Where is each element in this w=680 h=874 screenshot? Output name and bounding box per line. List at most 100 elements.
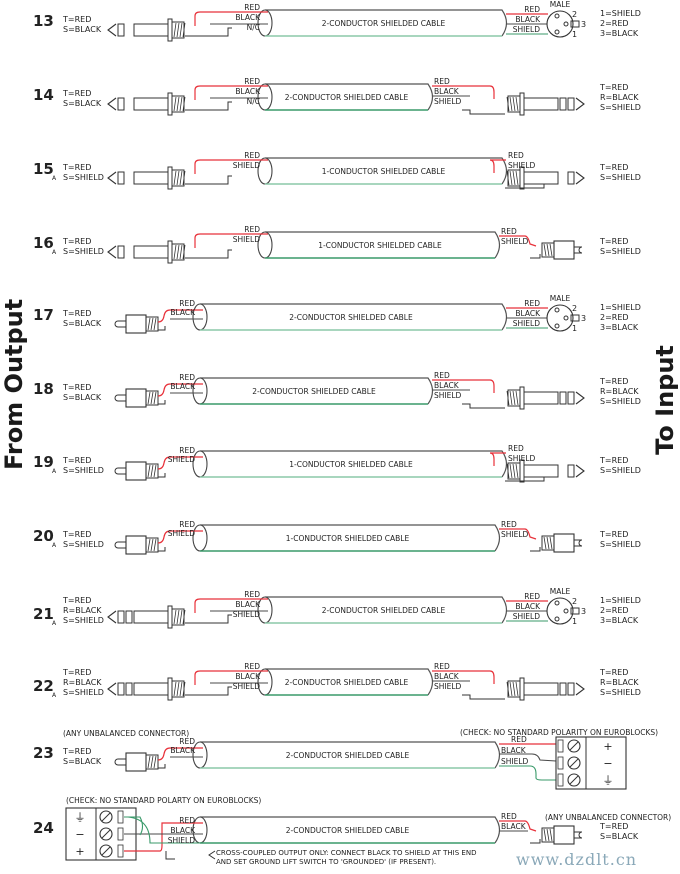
ground-lug: [158, 547, 166, 552]
cable-type-label: 2-CONDUCTOR SHIELDED CABLE: [285, 678, 409, 687]
xlr-pin-label: 1: [572, 617, 577, 626]
red-wire: [194, 85, 268, 100]
xlr-pin-3: [563, 21, 569, 27]
destination-wire-label: SHIELD: [434, 682, 462, 691]
terminal-label: ⏚: [75, 811, 86, 824]
destination-wire-label: BLACK: [515, 602, 541, 611]
spring-coil: [515, 463, 519, 479]
destination-connector: REDBLACKSHIELD231MALE1=SHIELD2=RED3=BLAC…: [506, 0, 641, 39]
spring-coil: [147, 464, 151, 478]
destination-pin-label: R=BLACK: [600, 387, 639, 396]
row-variant: A: [52, 692, 57, 699]
row-variant: A: [52, 620, 57, 627]
cable-type-label: 2-CONDUCTOR SHIELDED CABLE: [322, 606, 446, 615]
cable-jacket: [265, 83, 434, 111]
source-pin-label: S=BLACK: [63, 757, 102, 766]
cable-end-icon: [257, 83, 273, 111]
source-pin-label: S=SHIELD: [63, 173, 104, 182]
spring-coil: [543, 828, 547, 842]
rca-spring-icon: [145, 316, 159, 332]
source-pin-label: T=RED: [62, 456, 91, 465]
xlr-pin-2: [554, 13, 560, 19]
source-wire-label: RED: [179, 816, 195, 825]
black-wire: [499, 753, 557, 762]
rca-pin-icon: [114, 758, 126, 766]
rca-spring-icon: [541, 827, 555, 843]
terminal-label: +: [75, 845, 84, 858]
plug-collar-icon: [519, 386, 525, 410]
destination-wire-label: RED: [501, 227, 517, 236]
spring-coil: [506, 681, 510, 697]
cable-jacket: [265, 231, 501, 259]
source-wire-label: BLACK: [170, 308, 196, 317]
spring-coil: [506, 96, 510, 112]
wiring-row-24: 24(CHECK: NO STANDARD POLARTY ON EUROBLO…: [33, 796, 671, 866]
terminal-label: ⏚: [603, 774, 614, 787]
destination-wire-label: BLACK: [515, 15, 541, 24]
plug-ring-icon: [117, 171, 125, 185]
connector-gender-label: MALE: [550, 587, 571, 596]
red-wire: [157, 747, 203, 761]
xlr-pin-2: [554, 307, 560, 313]
cable-jacket: [265, 596, 508, 624]
connector-gender-label: MALE: [550, 294, 571, 303]
rca-pin-icon: [574, 539, 583, 547]
cable-end-icon: [257, 9, 273, 37]
source-pin-label: T=RED: [62, 237, 91, 246]
rca-spring-icon: [145, 754, 159, 770]
spring-coil: [147, 317, 151, 331]
source-wire-label: SHIELD: [233, 682, 261, 691]
spring-coil: [182, 609, 186, 625]
rca-spring-icon: [541, 535, 555, 551]
spring-coil: [179, 681, 183, 697]
ground-lug: [158, 764, 166, 769]
destination-connector: REDBLACKSHIELD231MALE1=SHIELD2=RED3=BLAC…: [506, 294, 641, 333]
red-wire: [432, 85, 495, 99]
destination-note: (CHECK: NO STANDARD POLARITY ON EUROBLOC…: [460, 728, 658, 737]
source-wire-label: SHIELD: [168, 529, 196, 538]
source-pin-label: S=SHIELD: [63, 688, 104, 697]
row-number: 23: [33, 744, 54, 762]
ground-lug: [462, 403, 505, 409]
xlr-pin-3: [563, 315, 569, 321]
ground-lug: [462, 694, 505, 700]
destination-wire-label: RED: [524, 299, 540, 308]
source-wire-label: RED: [244, 3, 260, 12]
spring-coil: [173, 96, 177, 112]
source-pin-label: S=BLACK: [63, 99, 102, 108]
xlr-latch-icon: [570, 314, 580, 322]
plug-collar-icon: [167, 92, 173, 116]
from-output-label: From Output: [0, 298, 28, 470]
red-wire: [194, 670, 268, 685]
destination-wire-label: RED: [508, 444, 524, 453]
xlr-pin-label: 3: [581, 314, 586, 323]
screw-slot: [569, 741, 579, 751]
plug-collar-icon: [519, 92, 525, 116]
spring-coil: [512, 170, 516, 186]
cable-jacket: [265, 668, 434, 696]
source-wire-label: RED: [179, 373, 195, 382]
rca-pin-icon: [574, 246, 583, 254]
xlr-pin-3: [563, 608, 569, 614]
source-wire-label: SHIELD: [168, 455, 196, 464]
source-pin-label: T=RED: [62, 747, 91, 756]
plug-ring-icon: [125, 682, 133, 696]
plug-collar-icon: [167, 677, 173, 701]
destination-wire-label: BLACK: [515, 309, 541, 318]
row-number: 16: [33, 234, 54, 252]
plug-ring-icon: [567, 171, 575, 185]
plug-sleeve-icon: [133, 23, 169, 37]
plug-ring-icon: [567, 464, 575, 478]
rca-body-icon: [125, 535, 147, 555]
cable-type-label: 1-CONDUCTOR SHIELDED CABLE: [322, 167, 446, 176]
source-wire-label: RED: [179, 520, 195, 529]
ground-lug: [185, 614, 232, 624]
cable-jacket: [200, 377, 434, 405]
